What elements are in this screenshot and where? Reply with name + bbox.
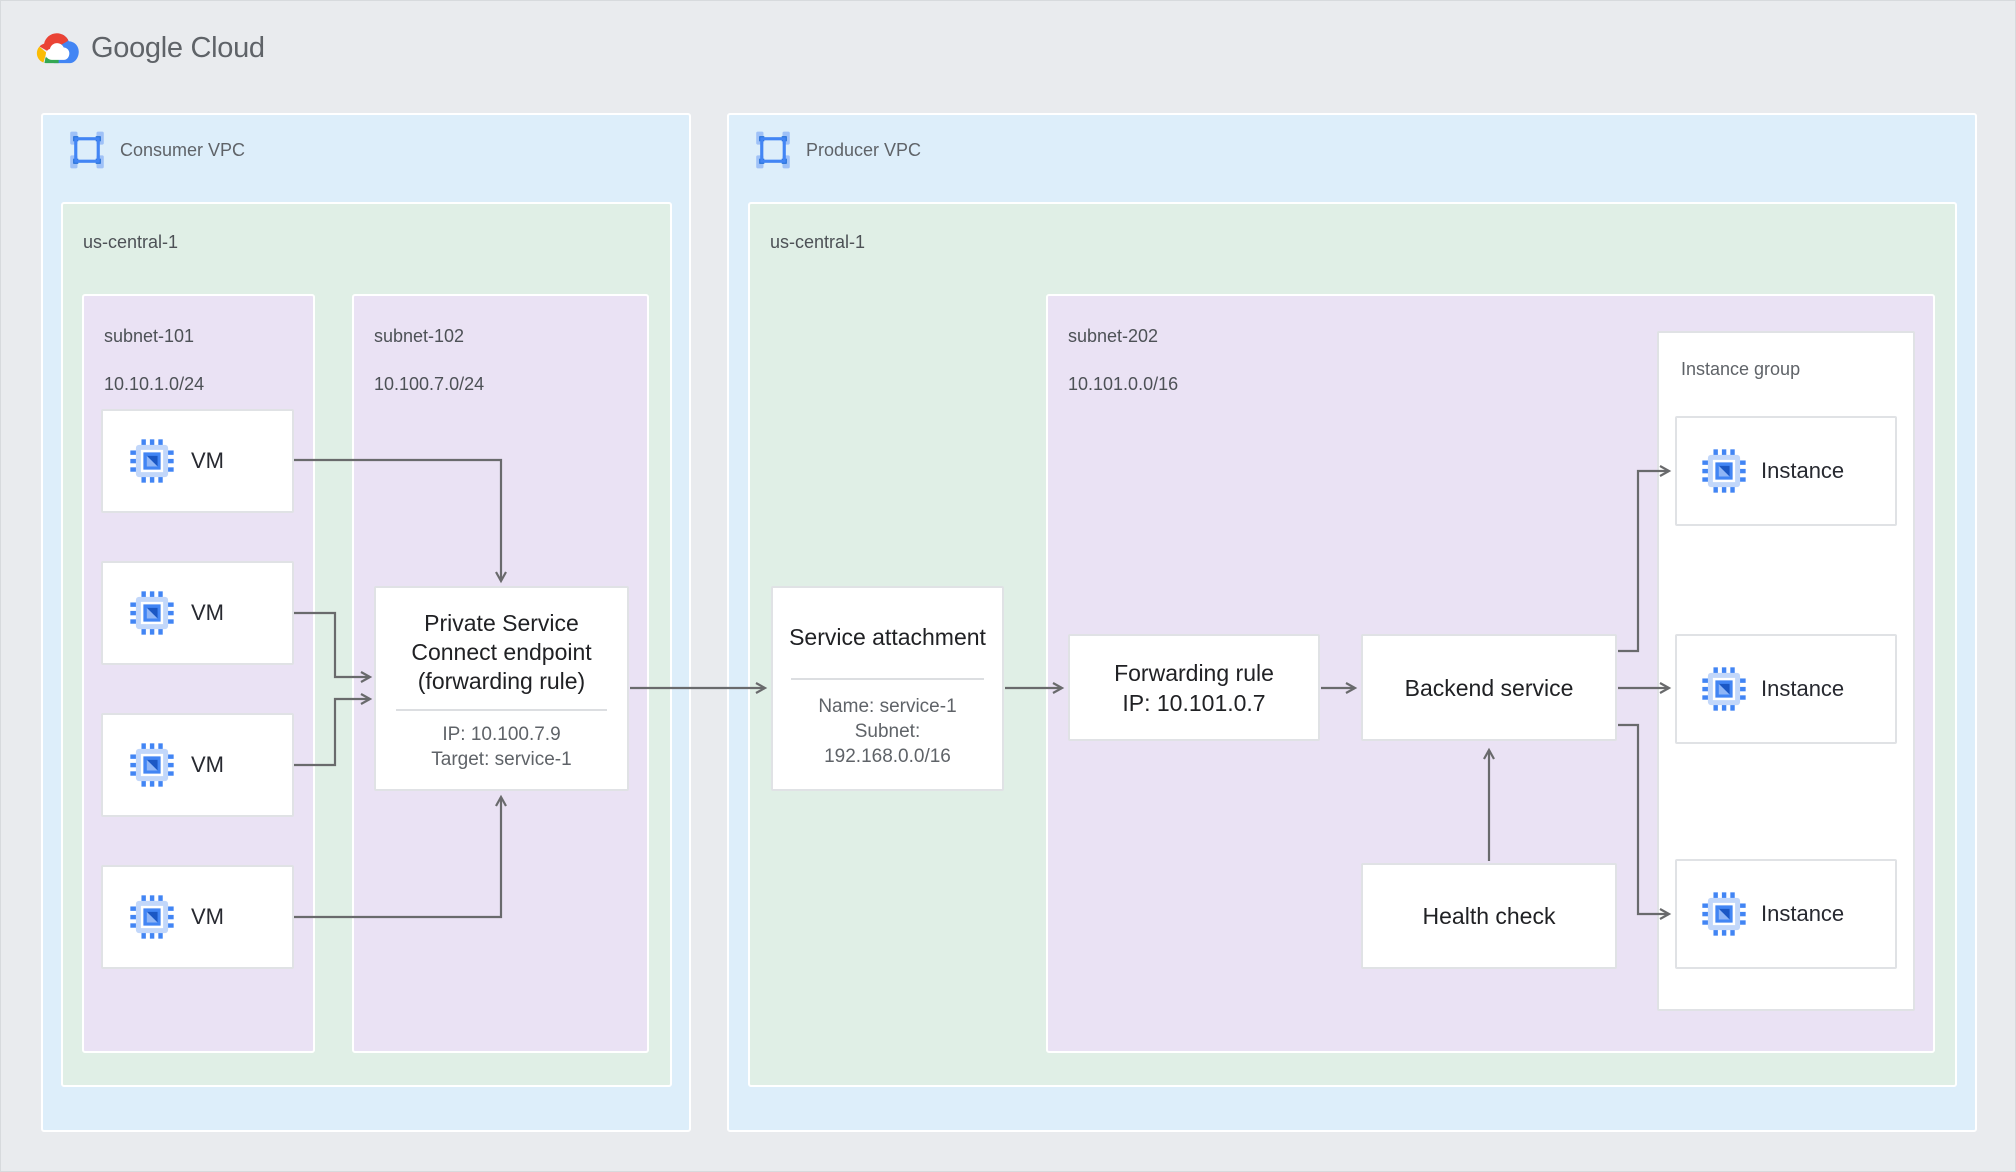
vm-label: VM — [191, 600, 224, 625]
forwarding-rule-title: Forwarding rule — [1114, 659, 1274, 686]
service-attachment-details: Name: service-1 Subnet: 192.168.0.0/16 — [818, 694, 956, 769]
instance-label: Instance — [1761, 901, 1845, 926]
compute-engine-icon — [129, 438, 175, 484]
subnet-202-label: subnet-202 10.101.0.0/16 — [1068, 324, 1178, 396]
service-attachment-subnet-cidr: 192.168.0.0/16 — [824, 746, 951, 767]
divider — [396, 709, 607, 711]
subnet-101-cidr: 10.10.1.0/24 — [104, 374, 205, 394]
producer-region-label: us-central-1 — [770, 232, 866, 252]
psc-endpoint-node: Private Service Connect endpoint (forwar… — [374, 586, 629, 791]
service-attachment-node: Service attachment Name: service-1 Subne… — [771, 586, 1004, 791]
producer-vpc-header: Producer VPC — [754, 131, 921, 169]
consumer-vpc-header: Consumer VPC — [68, 131, 245, 169]
compute-engine-icon — [129, 894, 175, 940]
google-cloud-logo: Google Cloud — [34, 28, 265, 68]
subnet-102-name: subnet-102 — [374, 326, 465, 346]
forwarding-rule-ip: IP: 10.101.0.7 — [1122, 689, 1266, 716]
service-attachment-name: Name: service-1 — [818, 696, 957, 717]
logo-text: Google Cloud — [91, 32, 265, 64]
consumer-vpc-label: Consumer VPC — [120, 139, 246, 160]
vm-node-3: VM — [101, 713, 294, 817]
subnet-202-name: subnet-202 — [1068, 326, 1159, 346]
vpc-icon — [754, 131, 792, 169]
compute-engine-icon — [1701, 666, 1747, 712]
health-check-node: Health check — [1361, 863, 1617, 969]
subnet-102-label: subnet-102 10.100.7.0/24 — [374, 324, 484, 396]
forwarding-rule-node: Forwarding rule IP: 10.101.0.7 — [1068, 634, 1320, 741]
vm-label: VM — [191, 752, 224, 777]
psc-endpoint-title: Private Service Connect endpoint (forwar… — [411, 609, 591, 696]
subnet-101-label: subnet-101 10.10.1.0/24 — [104, 324, 204, 396]
vm-label: VM — [191, 904, 224, 929]
service-attachment-subnet-label: Subnet: — [854, 721, 921, 742]
psc-title-line2: Connect endpoint — [411, 639, 592, 665]
health-check-title: Health check — [1422, 903, 1556, 929]
vm-node-1: VM — [101, 409, 294, 513]
instance-node-1: Instance — [1675, 416, 1897, 526]
compute-engine-icon — [129, 742, 175, 788]
vpc-icon — [68, 131, 106, 169]
service-attachment-title: Service attachment — [789, 624, 986, 650]
subnet-202-cidr: 10.101.0.0/16 — [1068, 374, 1179, 394]
google-cloud-icon — [34, 30, 80, 67]
backend-service-title: Backend service — [1404, 674, 1574, 701]
psc-endpoint-details: IP: 10.100.7.9 Target: service-1 — [431, 722, 571, 772]
vm-node-4: VM — [101, 865, 294, 969]
psc-title-line3: (forwarding rule) — [417, 668, 586, 694]
subnet-101-name: subnet-101 — [104, 326, 195, 346]
instance-node-2: Instance — [1675, 634, 1897, 744]
compute-engine-icon — [1701, 891, 1747, 937]
psc-title-line1: Private Service — [424, 610, 579, 636]
subnet-102-cidr: 10.100.7.0/24 — [374, 374, 485, 394]
backend-service-node: Backend service — [1361, 634, 1617, 741]
instance-label: Instance — [1761, 458, 1845, 483]
producer-vpc-label: Producer VPC — [806, 139, 922, 160]
instance-group-label: Instance group — [1681, 359, 1801, 379]
vm-label: VM — [191, 448, 224, 473]
consumer-region-label: us-central-1 — [83, 232, 179, 252]
compute-engine-icon — [1701, 448, 1747, 494]
instance-node-3: Instance — [1675, 859, 1897, 969]
divider — [791, 678, 984, 680]
compute-engine-icon — [129, 590, 175, 636]
psc-ip: IP: 10.100.7.9 — [442, 724, 561, 745]
vm-node-2: VM — [101, 561, 294, 665]
psc-target: Target: service-1 — [431, 749, 572, 770]
instance-label: Instance — [1761, 676, 1845, 701]
